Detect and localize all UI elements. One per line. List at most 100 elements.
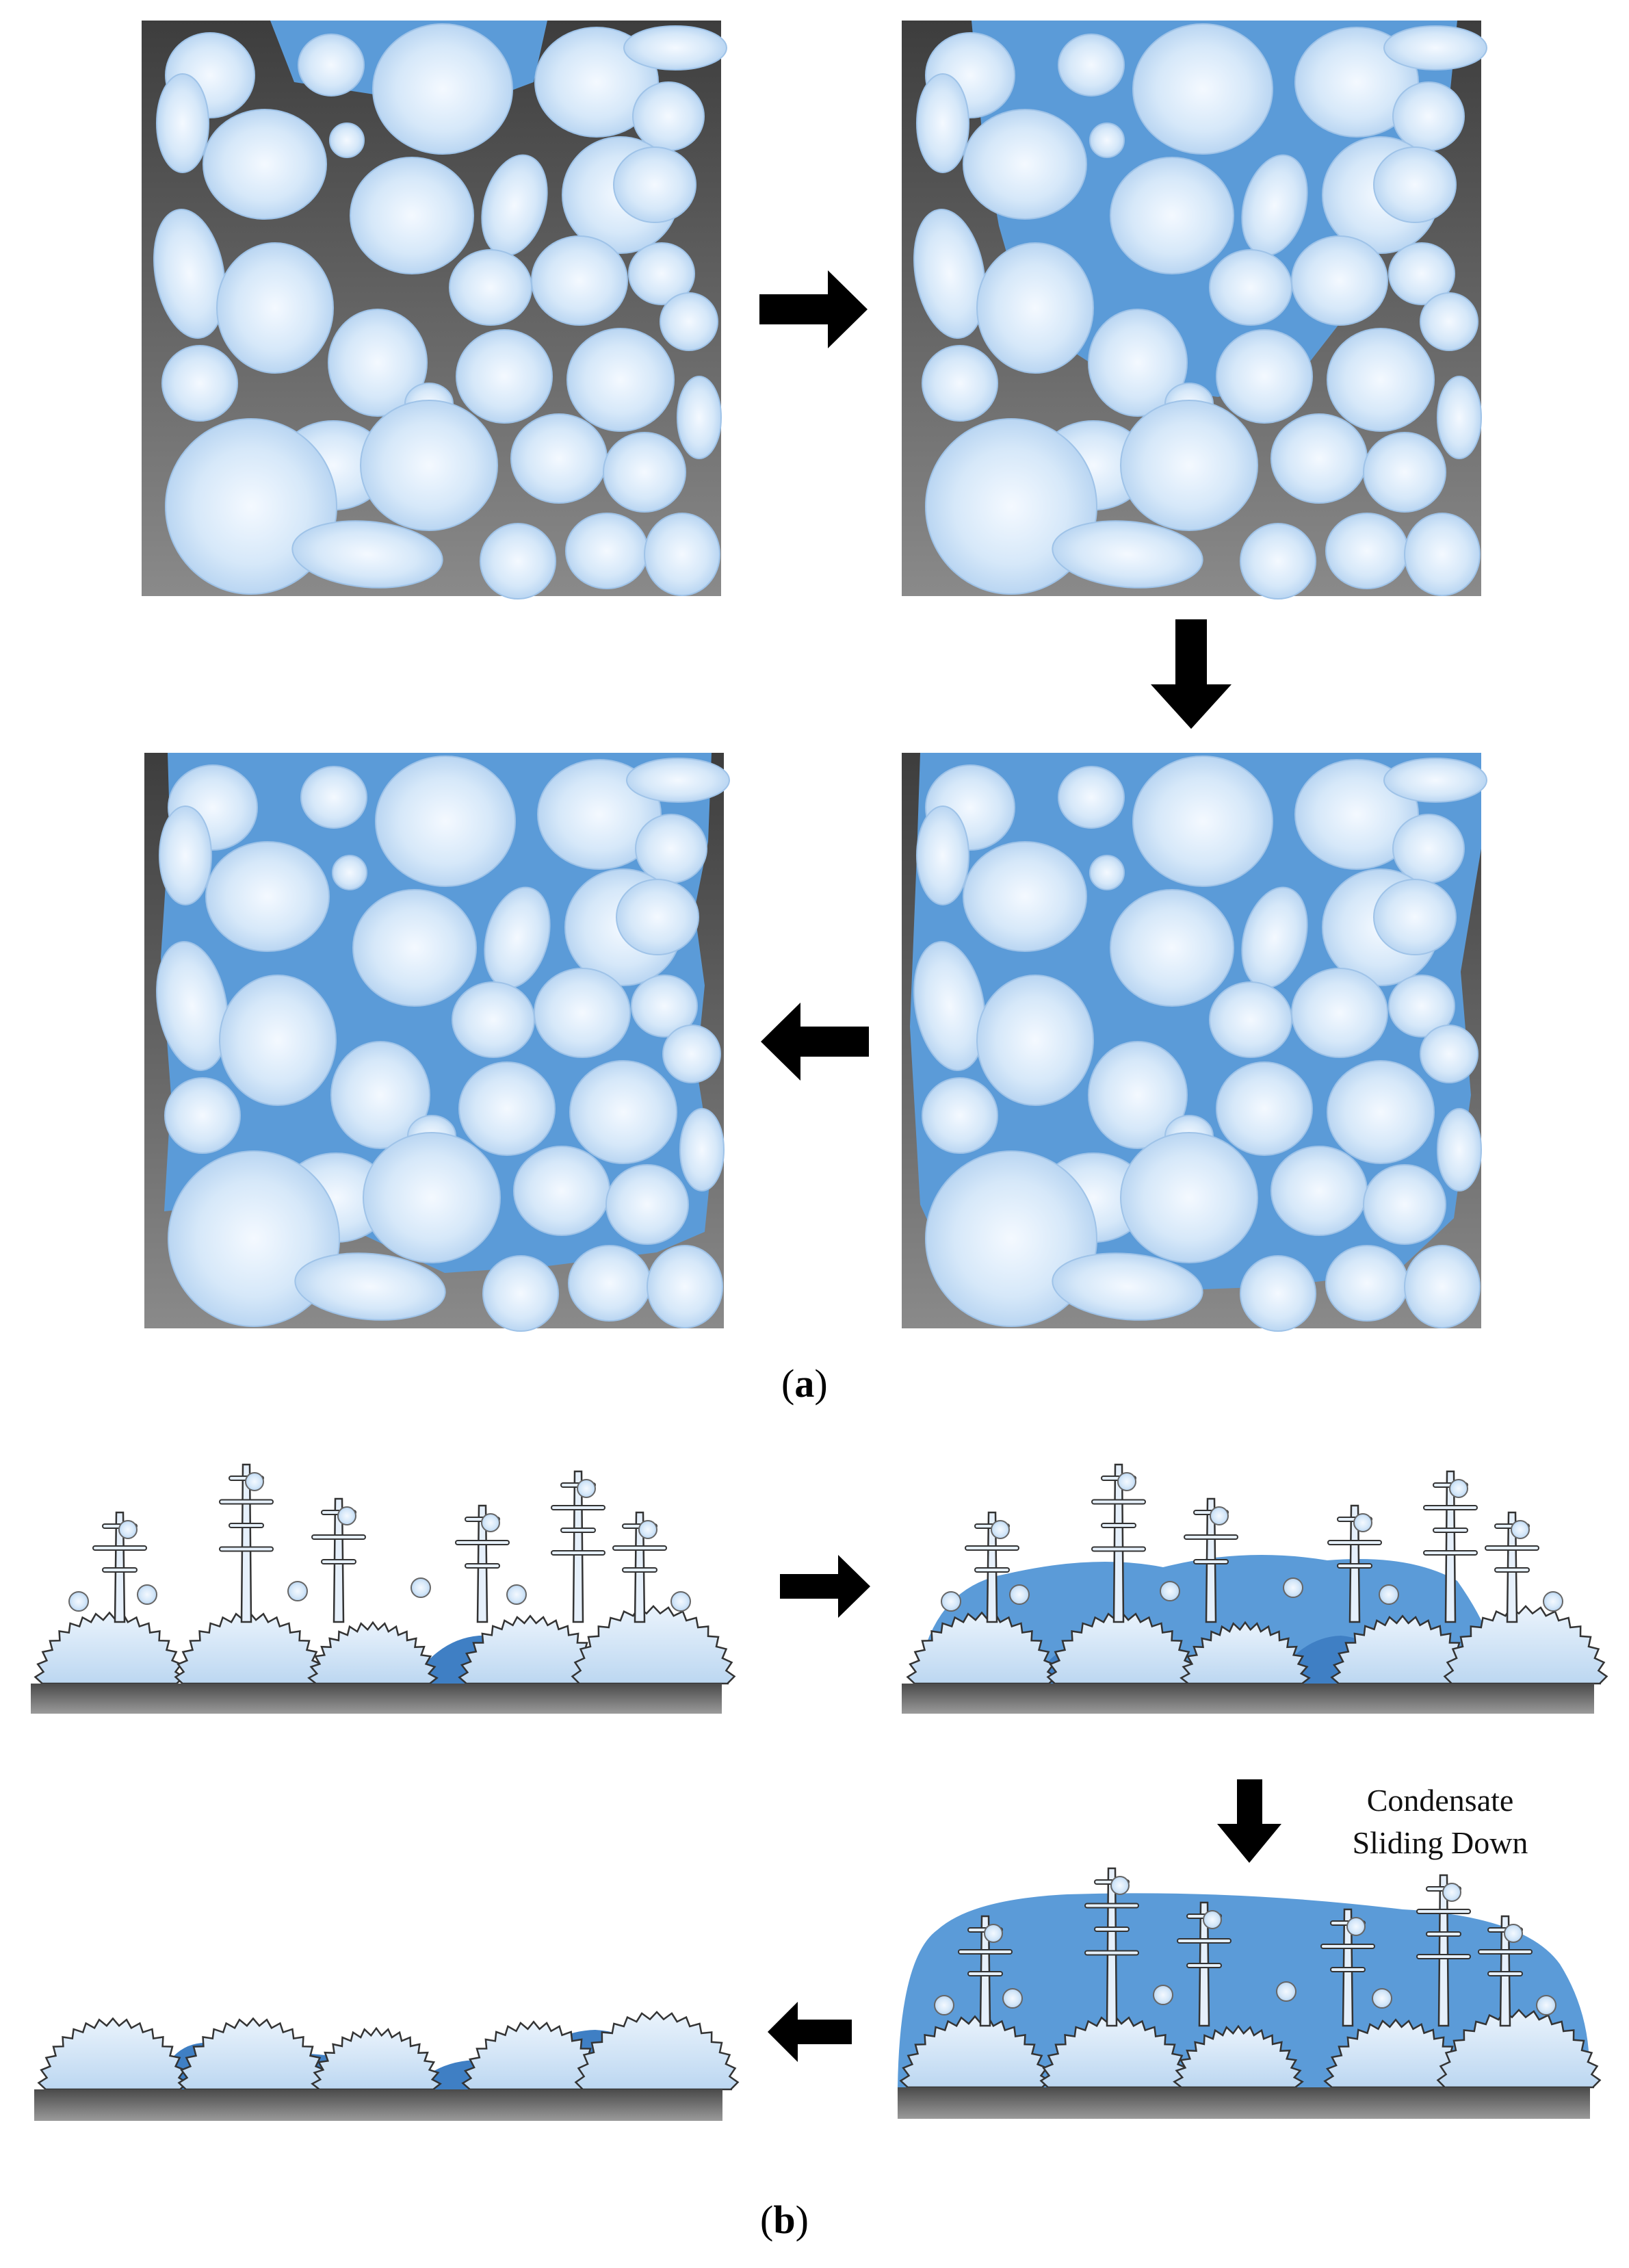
grain bbox=[1392, 81, 1465, 151]
frost-panel-initial bbox=[31, 1463, 736, 1714]
droplet bbox=[670, 1591, 691, 1612]
grain bbox=[1325, 1245, 1409, 1322]
grain bbox=[1120, 1132, 1258, 1263]
droplet bbox=[337, 1506, 356, 1525]
grain bbox=[534, 968, 631, 1058]
droplet bbox=[577, 1479, 596, 1498]
grain bbox=[1110, 889, 1234, 1007]
grain bbox=[632, 81, 705, 151]
grain bbox=[1216, 329, 1313, 424]
droplet bbox=[481, 1513, 500, 1532]
panel-label-a-letter: a bbox=[794, 1361, 815, 1406]
panel-label-b-close: ) bbox=[795, 2198, 809, 2242]
grain bbox=[677, 376, 722, 459]
grain bbox=[164, 1077, 241, 1154]
grain bbox=[328, 309, 428, 417]
grain bbox=[350, 157, 474, 274]
grain bbox=[216, 242, 334, 374]
grain bbox=[1383, 25, 1487, 70]
grain bbox=[1363, 432, 1446, 513]
pore-panel-dry bbox=[142, 21, 727, 600]
droplet bbox=[934, 1995, 954, 2015]
grain bbox=[372, 23, 513, 155]
panel-label-b: (b) bbox=[760, 2197, 809, 2243]
grain bbox=[449, 249, 532, 326]
grain bbox=[298, 34, 365, 96]
grain bbox=[635, 814, 707, 884]
grain bbox=[566, 328, 675, 432]
grain bbox=[976, 242, 1094, 374]
grain bbox=[1437, 1108, 1482, 1191]
grain bbox=[569, 1060, 677, 1164]
panel-label-a: (a) bbox=[781, 1361, 828, 1406]
grain bbox=[628, 242, 695, 305]
frost-panel-flooded-substrate bbox=[898, 2087, 1590, 2119]
arrow-left-icon bbox=[761, 1003, 869, 1081]
grain bbox=[1270, 1146, 1368, 1236]
grain bbox=[329, 123, 365, 158]
droplet bbox=[1379, 1584, 1399, 1605]
grain bbox=[647, 1245, 723, 1328]
grain bbox=[294, 1252, 446, 1321]
pore-panel-draining bbox=[144, 753, 730, 1332]
grain bbox=[1052, 1252, 1203, 1321]
pore-panel-saturated-grains bbox=[913, 756, 1487, 1332]
frost-panel-melting-crystals bbox=[906, 1463, 1608, 1685]
frost-dome bbox=[307, 1621, 439, 1685]
grain bbox=[205, 841, 330, 952]
grain bbox=[916, 73, 969, 173]
grain bbox=[1388, 242, 1455, 305]
grain bbox=[603, 432, 686, 513]
grain bbox=[1058, 766, 1125, 829]
grain bbox=[363, 1132, 501, 1263]
grain bbox=[916, 806, 969, 905]
pore-panel-saturated bbox=[902, 753, 1487, 1332]
droplet bbox=[1160, 1581, 1180, 1601]
droplet bbox=[1203, 1910, 1222, 1929]
droplet bbox=[506, 1584, 527, 1605]
grain bbox=[1209, 249, 1292, 326]
droplet bbox=[1449, 1479, 1468, 1498]
frost-panel-melting bbox=[902, 1463, 1608, 1714]
frost-panel-flooded-crystals bbox=[899, 1867, 1602, 2089]
grain bbox=[922, 1077, 998, 1154]
grain bbox=[375, 756, 516, 887]
frost-dome bbox=[311, 2026, 442, 2091]
panel-label-a-close: ) bbox=[814, 1361, 828, 1406]
frost-dome bbox=[1436, 2009, 1602, 2089]
grain bbox=[605, 1164, 689, 1245]
frost-dome bbox=[34, 1611, 185, 1685]
arrow-down-icon bbox=[1151, 619, 1231, 729]
grain bbox=[976, 975, 1094, 1106]
grain bbox=[1088, 1041, 1188, 1149]
grain bbox=[300, 766, 367, 829]
droplet bbox=[638, 1520, 657, 1539]
droplet bbox=[410, 1577, 431, 1598]
grain bbox=[1240, 523, 1316, 600]
grain bbox=[644, 513, 720, 596]
frost-dome bbox=[1443, 1605, 1608, 1685]
grain bbox=[203, 109, 327, 220]
frost-dome bbox=[906, 1611, 1058, 1685]
arrow-down-icon-b bbox=[1217, 1779, 1281, 1863]
frost-panel-melting-substrate bbox=[902, 1684, 1594, 1714]
droplet bbox=[991, 1520, 1010, 1539]
frost-panel-initial-water bbox=[212, 1635, 540, 1684]
frost-dome bbox=[174, 1611, 326, 1685]
grain bbox=[156, 941, 229, 1071]
droplet bbox=[118, 1520, 138, 1539]
droplet bbox=[1117, 1472, 1136, 1491]
grain bbox=[662, 1025, 721, 1083]
pore-panel-dry-grains bbox=[153, 23, 727, 600]
panel-label-b-open: ( bbox=[760, 2198, 774, 2242]
grain bbox=[1363, 1164, 1446, 1245]
droplet bbox=[1153, 1985, 1173, 2005]
frost-dome bbox=[1173, 2024, 1304, 2089]
frost-dome bbox=[899, 2015, 1051, 2089]
condensate-annotation-line1: Condensate bbox=[1366, 1783, 1514, 1818]
droplet bbox=[1353, 1513, 1372, 1532]
grain bbox=[1110, 157, 1234, 274]
grain bbox=[1052, 520, 1203, 589]
grain bbox=[352, 889, 477, 1007]
